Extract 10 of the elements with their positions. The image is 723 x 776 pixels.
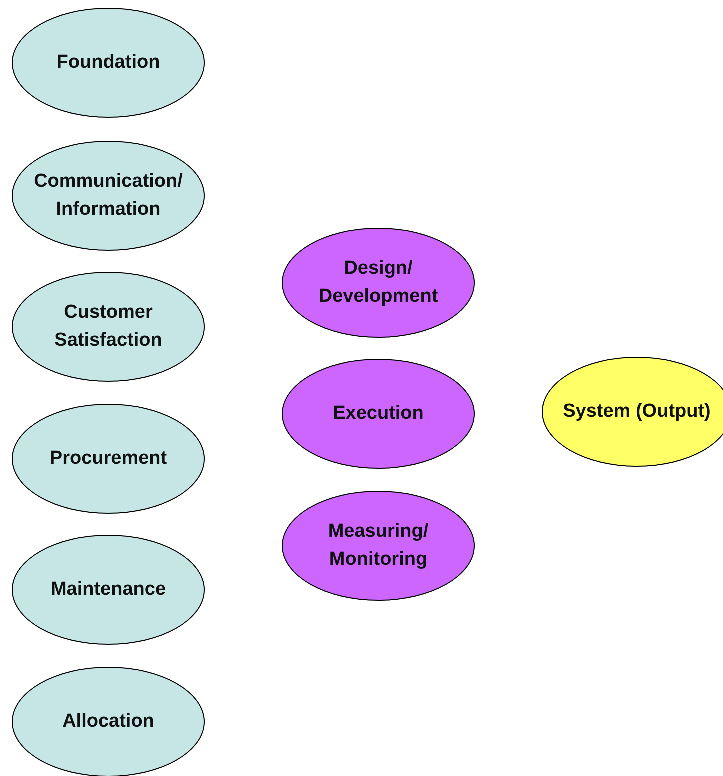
node-label: Measuring/ Monitoring xyxy=(327,520,430,572)
node-label: Allocation xyxy=(62,710,156,734)
node-label: Design/ Development xyxy=(318,257,440,309)
node-label: Customer Satisfaction xyxy=(54,301,164,353)
node-label: Foundation xyxy=(56,51,162,75)
node-label: Maintenance xyxy=(50,578,168,602)
node-label: Execution xyxy=(332,402,425,426)
node-label: System (Output) xyxy=(562,400,712,424)
node-label: Procurement xyxy=(48,447,168,471)
node-label: Communication/ Information xyxy=(33,170,184,222)
